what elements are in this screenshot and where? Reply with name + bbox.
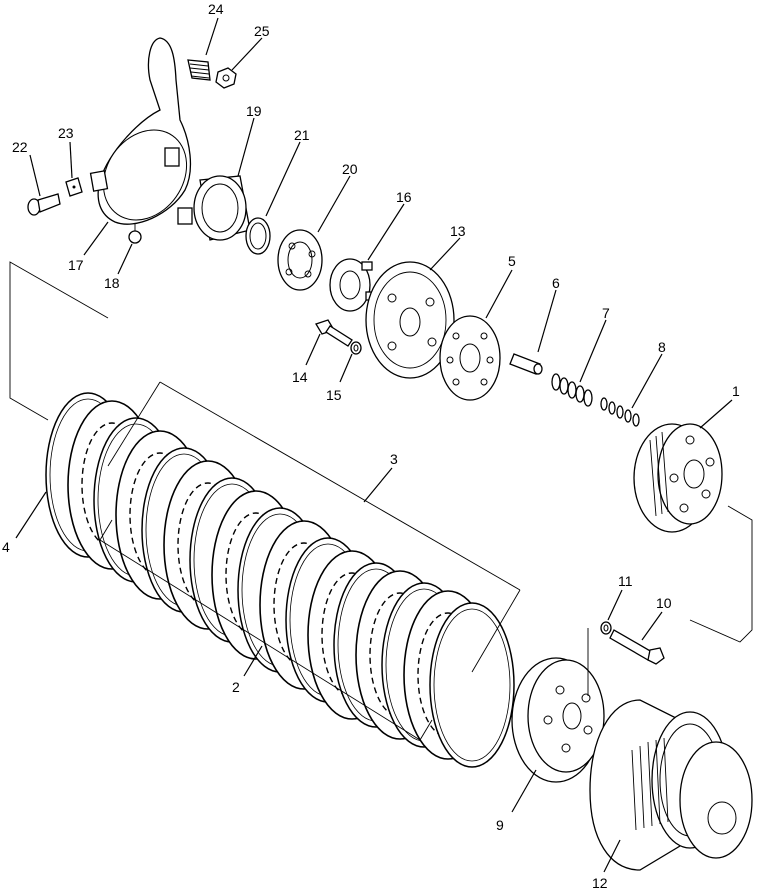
spring-7 xyxy=(551,373,593,407)
plate-5 xyxy=(439,315,501,401)
callout-21: 21 xyxy=(294,127,310,143)
callout-7: 7 xyxy=(602,305,610,321)
callout-16: 16 xyxy=(396,189,412,205)
end-plate-9 xyxy=(511,657,605,783)
callout-10: 10 xyxy=(656,595,672,611)
bolt-14 xyxy=(315,319,353,347)
nut-23 xyxy=(65,177,83,197)
pin-6 xyxy=(509,353,543,375)
callout-25: 25 xyxy=(254,23,270,39)
callout-22: 22 xyxy=(12,139,28,155)
spring-8 xyxy=(600,397,640,427)
callout-9: 9 xyxy=(496,817,504,833)
callout-23: 23 xyxy=(58,125,74,141)
bolt-22 xyxy=(27,193,61,216)
callout-13: 13 xyxy=(450,223,466,239)
callout-11: 11 xyxy=(618,573,633,589)
washer-15 xyxy=(350,341,362,355)
callout-20: 20 xyxy=(342,161,358,177)
leader-lines xyxy=(9,17,753,873)
drum-12 xyxy=(589,699,753,871)
callout-5: 5 xyxy=(508,253,516,269)
bolt-10 xyxy=(609,629,665,665)
callout-3: 3 xyxy=(390,451,398,467)
callout-15: 15 xyxy=(326,387,342,403)
spring-24 xyxy=(187,59,211,81)
washer-11 xyxy=(600,621,612,635)
callout-14: 14 xyxy=(292,369,308,385)
callout-labels: 1 2 3 4 5 6 7 8 9 10 11 12 13 14 15 16 1… xyxy=(2,1,740,891)
pressure-plate-13 xyxy=(365,261,455,379)
callout-1: 1 xyxy=(732,383,740,399)
callout-8: 8 xyxy=(658,339,666,355)
callout-18: 18 xyxy=(104,275,120,291)
callout-17: 17 xyxy=(68,257,84,273)
clutch-hub-1 xyxy=(633,423,723,533)
callout-19: 19 xyxy=(246,103,262,119)
snap-ring-21 xyxy=(245,217,271,255)
callout-12: 12 xyxy=(592,875,608,891)
callout-6: 6 xyxy=(552,275,560,291)
bearing-housing-19 xyxy=(177,175,251,241)
callout-2: 2 xyxy=(232,679,240,695)
callout-4: 4 xyxy=(2,539,10,555)
release-fork-lever xyxy=(89,37,192,244)
clutch-disc-stack xyxy=(45,392,515,768)
nut-25 xyxy=(215,67,237,89)
bearing-20 xyxy=(277,229,323,291)
callout-24: 24 xyxy=(208,1,224,17)
